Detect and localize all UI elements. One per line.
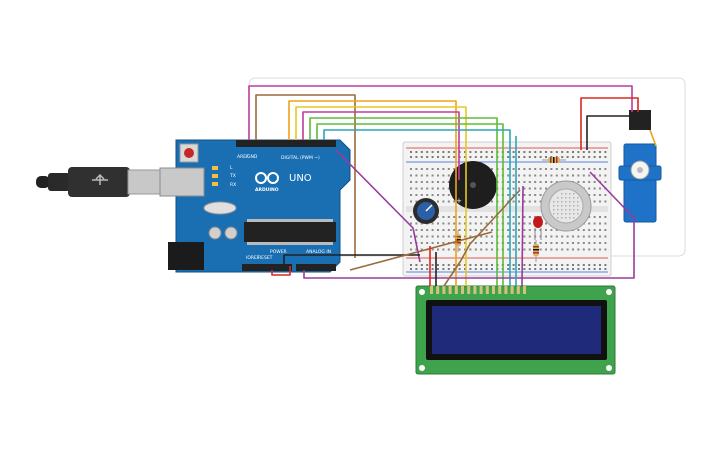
wire-green[interactable]: [309, 117, 498, 286]
power-header-label: POWER: [270, 249, 287, 255]
center-channel: [406, 206, 608, 212]
arduino-logo: ARDUINO: [255, 172, 279, 193]
aref-label: AREF: [237, 154, 249, 160]
digital-header-label: DIGITAL (PWM ~): [281, 155, 320, 161]
crystal: [203, 201, 237, 215]
wire-brown-top[interactable]: [255, 94, 356, 258]
gnd-label: GND: [247, 154, 258, 160]
resistor-3[interactable]: [533, 240, 539, 262]
arduino-uno-board[interactable]: TX RX L ARDUINO UNO DIGITAL (PWM ~) AREF…: [159, 139, 351, 273]
piezo-buzzer[interactable]: +: [449, 161, 497, 209]
l-label: L: [230, 165, 233, 171]
red-led[interactable]: [533, 216, 543, 240]
wires: [248, 85, 657, 287]
servo-shaft: [637, 167, 643, 173]
reset-label: RESET: [258, 255, 273, 261]
power-header: [242, 264, 292, 271]
lcd-pin-header: [430, 286, 526, 294]
usb-plug-body: [68, 167, 130, 197]
wire-brown-lcd[interactable]: [443, 189, 521, 287]
chip-pins: [247, 219, 333, 245]
capacitor-1: [208, 226, 222, 240]
led-body: [533, 216, 543, 228]
atmega-chip: [244, 222, 336, 242]
servo-connector: [629, 110, 651, 130]
wire-black-power[interactable]: [283, 254, 420, 266]
servo-body: [623, 143, 657, 223]
led-rx: [212, 182, 218, 186]
usb-cable[interactable]: [36, 167, 169, 197]
wire-magenta-2[interactable]: [302, 111, 460, 180]
brand-label: ARDUINO: [255, 187, 279, 193]
wire-magenta-top[interactable]: [248, 85, 633, 140]
led-l: [212, 166, 218, 170]
lcd-mount-hole-3: [419, 365, 425, 371]
resistor-1[interactable]: [542, 157, 566, 163]
reset-button[interactable]: [184, 148, 194, 158]
usb-plug-grip: [48, 173, 70, 191]
wire-orange[interactable]: [288, 100, 457, 286]
ioref-label: IOREF: [246, 255, 260, 261]
tx-label: TX: [229, 173, 236, 179]
digital-header: [236, 140, 336, 147]
lcd-screen: [432, 306, 601, 354]
model-label: UNO: [289, 173, 312, 184]
buzzer-hole: [470, 182, 476, 188]
wire-red-power[interactable]: [271, 266, 291, 276]
mesh-pattern: [553, 193, 579, 219]
lcd-16x2[interactable]: [415, 285, 616, 375]
analog-header: [296, 264, 336, 271]
analog-header-label: ANALOG IN: [306, 249, 331, 255]
lcd-mount-hole-4: [606, 365, 612, 371]
led-tx: [212, 174, 218, 178]
lcd-mount-hole-1: [419, 289, 425, 295]
rx-label: RX: [230, 182, 236, 188]
wire-black-servo[interactable]: [586, 112, 645, 150]
usb-b-port: [159, 167, 205, 197]
usb-icon: [92, 173, 108, 185]
pot-indicator: [425, 204, 433, 212]
wire-red-servo[interactable]: [580, 97, 639, 150]
wire-purple-servo[interactable]: [303, 171, 635, 279]
wire-orange-servo[interactable]: [649, 129, 657, 147]
potentiometer[interactable]: [413, 198, 439, 224]
wire-brown-diag[interactable]: [349, 231, 493, 271]
wire-green-2[interactable]: [316, 123, 504, 286]
capacitor-2: [224, 226, 238, 240]
wire-purple-lcd[interactable]: [521, 185, 524, 287]
wire-yellow[interactable]: [295, 106, 467, 286]
dc-power-jack: [168, 242, 204, 270]
lcd-mount-hole-2: [606, 289, 612, 295]
usb-cable-end: [36, 176, 50, 188]
wire-teal[interactable]: [323, 129, 511, 286]
servo-motor[interactable]: [618, 110, 662, 223]
wire-purple-diag[interactable]: [335, 149, 421, 263]
gas-sensor[interactable]: [540, 180, 592, 232]
buzzer-plus: +: [456, 197, 462, 205]
